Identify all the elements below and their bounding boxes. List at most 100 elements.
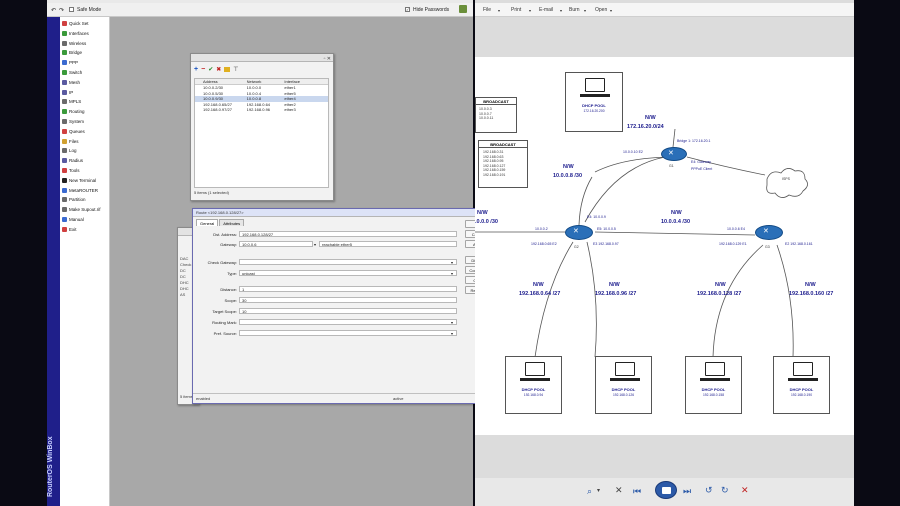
rotate-left-icon[interactable]: ↺ (705, 485, 713, 495)
chevron-down-icon[interactable]: ▾ (529, 8, 532, 13)
gateway-input[interactable]: 10.0.0.6 (239, 241, 313, 247)
pref-source-select[interactable] (239, 330, 457, 336)
safe-mode-checkbox[interactable] (69, 7, 74, 12)
route-dialog-titlebar[interactable]: Route <192.168.0.128/27> ▫ ✕ (193, 209, 495, 217)
menu-item-routing[interactable]: Routing (62, 107, 85, 116)
menu-item-quick-set[interactable]: Quick Set (62, 19, 89, 28)
add-icon[interactable]: + (194, 65, 199, 73)
hide-passwords-checkbox[interactable]: ✓ (405, 7, 410, 12)
viewer-menu-open[interactable]: Open (595, 7, 608, 13)
chevron-down-icon[interactable]: ▾ (498, 8, 501, 13)
menu-item-radius[interactable]: Radius (62, 156, 83, 165)
delete-icon[interactable]: ✕ (741, 485, 749, 495)
background-window-titlebar[interactable] (178, 228, 198, 236)
actual-size-icon[interactable]: ✕ (615, 485, 623, 495)
menu-item-tools[interactable]: Tools (62, 166, 80, 175)
type-select[interactable]: unicast (239, 270, 457, 276)
menu-item-new-terminal[interactable]: New Terminal (62, 176, 96, 185)
comment-icon[interactable] (224, 66, 231, 72)
col-network[interactable]: Network (246, 79, 262, 84)
slideshow-button[interactable] (655, 481, 677, 499)
label-nw-top-net: 172.16.20.0/24 (627, 124, 664, 130)
filter-icon[interactable]: ⊤ (233, 66, 239, 73)
menu-item-metarouter[interactable]: MetaROUTER (62, 186, 98, 195)
col-address[interactable]: Address (203, 79, 218, 84)
viewer-menu-file[interactable]: File (483, 7, 492, 13)
menu-item-interfaces[interactable]: Interfaces (62, 29, 89, 38)
dst-address-input[interactable]: 192.168.0.128/27 (239, 231, 457, 237)
rotate-right-icon[interactable]: ↻ (721, 485, 729, 495)
keyboard-shape (700, 378, 730, 381)
undo-icon[interactable]: ↶ (51, 8, 57, 14)
route-list-window-controls[interactable]: ▫ ✕ (323, 56, 331, 62)
menu-item-switch[interactable]: Switch (62, 68, 82, 77)
ppp-icon (62, 60, 67, 66)
enable-icon[interactable]: ✔ (208, 66, 214, 73)
routing-mark-select[interactable] (239, 319, 457, 325)
menu-item-files[interactable]: Files (62, 137, 79, 146)
routing-mark-dropdown-icon[interactable]: ▾ (451, 320, 454, 325)
chevron-down-icon[interactable]: ▾ (584, 8, 587, 13)
viewer-menu-e-mail[interactable]: E-mail (539, 7, 554, 13)
route-cell-net: 10.0.0.4 (246, 90, 262, 96)
route-list-titlebar[interactable]: ▫ ✕ (191, 54, 333, 62)
menu-item-exit[interactable]: Exit (62, 225, 77, 234)
gateway-dropdown-icon[interactable]: ▾ (314, 242, 317, 247)
check-gateway-select[interactable] (239, 259, 457, 265)
computer-icon (525, 362, 545, 376)
zoom-dropdown-icon[interactable]: ▾ (597, 488, 601, 494)
menu-item-wireless[interactable]: Wireless (62, 39, 86, 48)
menu-item-manual[interactable]: Manual (62, 215, 84, 224)
computer-icon (615, 362, 635, 376)
link-g1-pool (672, 128, 676, 148)
menu-item-label: PPP (69, 60, 79, 66)
col-interface[interactable]: Interface (284, 79, 300, 84)
menu-item-partition[interactable]: Partition (62, 195, 86, 204)
tab-general[interactable]: General (196, 219, 219, 226)
target-scope-input[interactable]: 10 (239, 308, 457, 314)
menu-item-log[interactable]: Log (62, 146, 77, 155)
link-g2-pool1 (534, 241, 574, 358)
menu-item-ppp[interactable]: PPP (62, 58, 78, 67)
label-g2-e2: 192.168.0.65 E2 (531, 242, 557, 246)
check-gateway-dropdown-icon[interactable]: ▾ (451, 260, 454, 265)
menu-item-bridge[interactable]: Bridge (62, 48, 82, 57)
menu-item-mesh[interactable]: Mesh (62, 78, 80, 87)
broadcast-box-2-title: BROADCAST (479, 141, 527, 148)
viewer-menu-print[interactable]: Print (511, 7, 522, 13)
computer-icon (705, 362, 725, 376)
menu-item-queues[interactable]: Queues (62, 127, 85, 136)
chevron-down-icon[interactable]: ▾ (560, 8, 563, 13)
disable-icon[interactable]: ✖ (216, 66, 222, 73)
remove-icon[interactable]: − (201, 65, 206, 73)
link-g1-g2 (594, 156, 676, 173)
broadcast-box-1-title: BROADCAST (476, 98, 516, 105)
pref-source-dropdown-icon[interactable]: ▾ (451, 331, 454, 336)
label-g1: G1 (669, 164, 674, 168)
menu-item-mpls[interactable]: MPLS (62, 97, 81, 106)
scope-input[interactable]: 30 (239, 297, 457, 303)
zoom-icon[interactable]: ⌕ (587, 486, 593, 496)
menu-item-ip[interactable]: IP (62, 88, 73, 97)
tab-attributes[interactable]: Attributes (219, 219, 245, 226)
redo-icon[interactable]: ↷ (59, 8, 65, 14)
menu-item-make-supout-rif[interactable]: Make Supout.rif (62, 205, 101, 214)
menu-item-system[interactable]: System (62, 117, 84, 126)
distance-input[interactable]: 1 (239, 286, 457, 292)
background-window-label: DHC (180, 280, 189, 285)
type-dropdown-icon[interactable]: ▾ (451, 271, 454, 276)
route-dialog: Route <192.168.0.128/27> ▫ ✕ General Att… (192, 208, 496, 404)
menu-item-label: MPLS (69, 99, 82, 105)
menu-item-label: Manual (69, 217, 84, 222)
chevron-down-icon[interactable]: ▾ (610, 8, 613, 13)
background-window-label: DHC (180, 286, 189, 291)
viewer-menu-burn[interactable]: Burn (569, 7, 580, 13)
next-icon[interactable]: ⏭ (683, 486, 692, 496)
previous-icon[interactable]: ⏮ (633, 486, 642, 496)
